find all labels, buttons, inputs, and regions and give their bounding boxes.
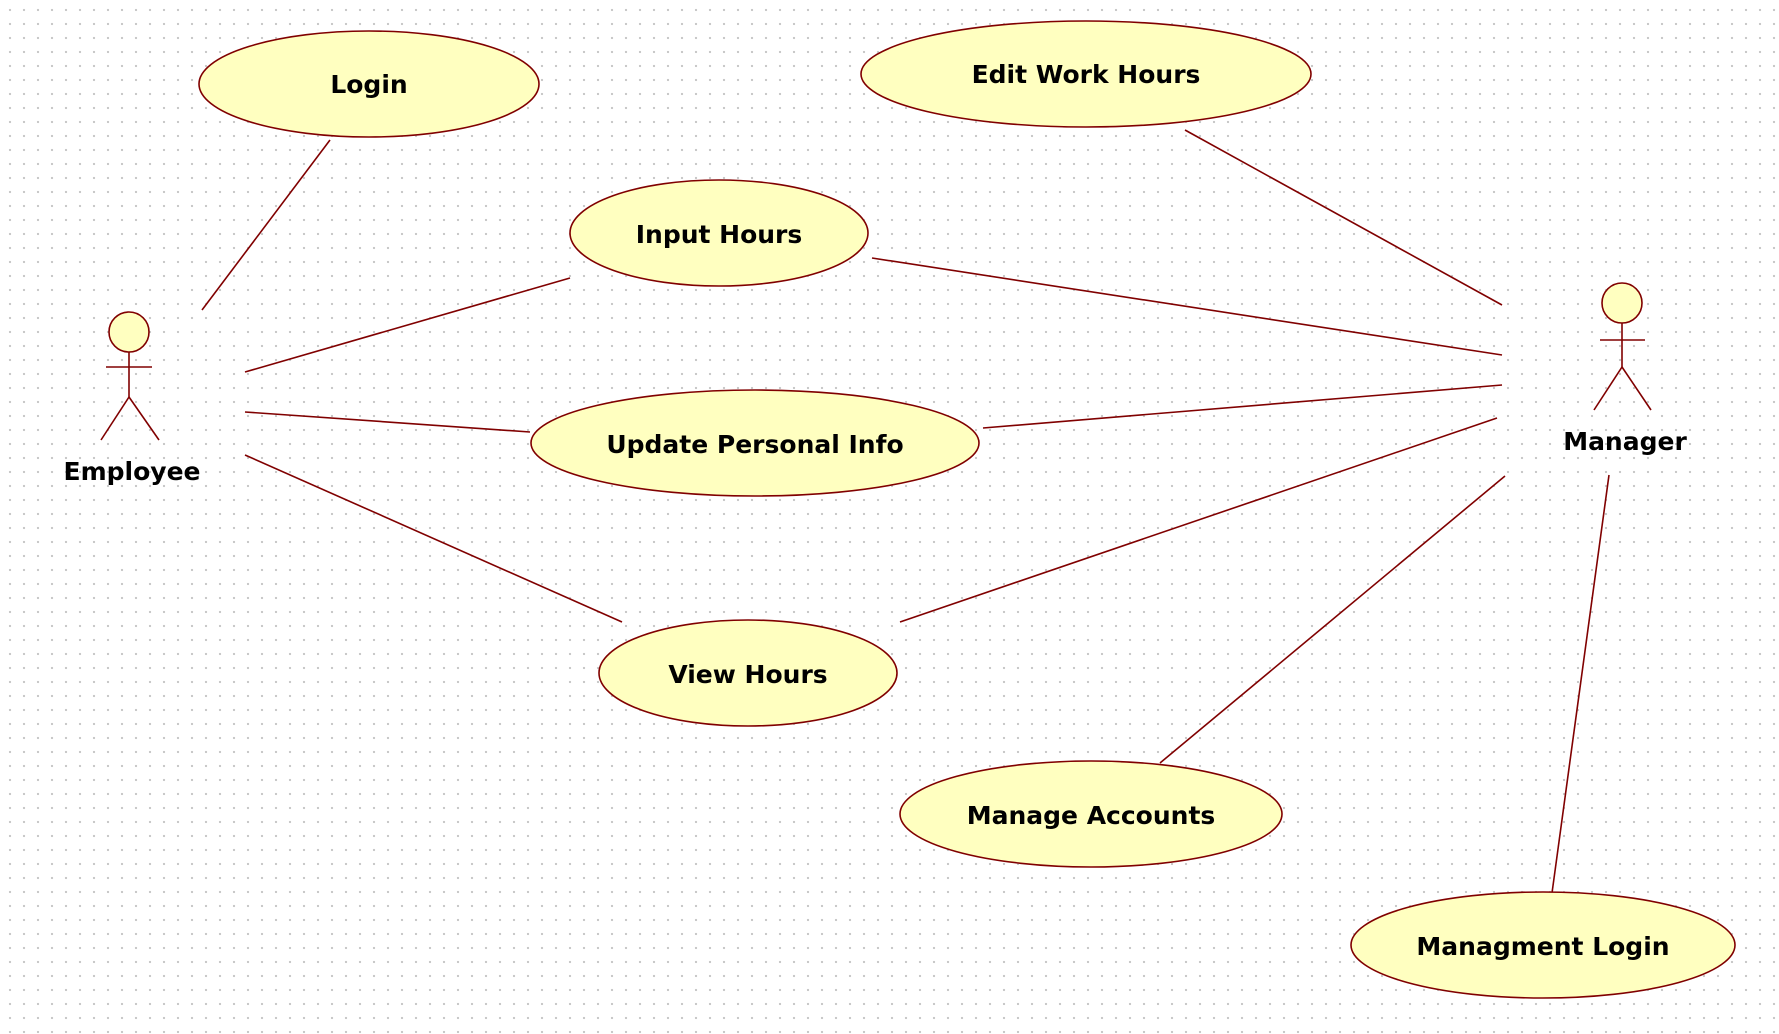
association-employee-login[interactable] bbox=[201, 139, 331, 311]
use-case-ellipse bbox=[198, 30, 540, 138]
use-case-view-hours[interactable]: View Hours bbox=[598, 619, 898, 727]
use-case-input-hours[interactable]: Input Hours bbox=[569, 179, 869, 287]
association-employee-input-hours[interactable] bbox=[244, 277, 571, 373]
use-case-edit-work-hours[interactable]: Edit Work Hours bbox=[860, 20, 1312, 128]
use-case-label: Managment Login bbox=[1416, 932, 1669, 961]
use-case-managment-login[interactable]: Managment Login bbox=[1350, 891, 1736, 999]
stick-figure-icon bbox=[1593, 282, 1652, 411]
use-case-manage-accounts[interactable]: Manage Accounts bbox=[899, 760, 1283, 868]
associations bbox=[201, 129, 1610, 894]
association-manager-manage-accounts[interactable] bbox=[1159, 475, 1506, 764]
use-case-ellipse bbox=[530, 389, 980, 497]
actor-employee[interactable]: Employee bbox=[64, 311, 201, 486]
use-case-label: Update Personal Info bbox=[606, 430, 903, 459]
association-manager-edit-work-hours[interactable] bbox=[1184, 129, 1503, 306]
use-case-ellipse bbox=[899, 760, 1283, 868]
association-manager-input-hours[interactable] bbox=[871, 257, 1503, 356]
actor-manager[interactable]: Manager bbox=[1563, 282, 1687, 456]
association-employee-update-personal-info[interactable] bbox=[244, 411, 531, 433]
use-case-login[interactable]: Login bbox=[198, 30, 540, 138]
use-case-label: Login bbox=[330, 70, 407, 99]
use-case-ellipse bbox=[569, 179, 869, 287]
association-employee-view-hours[interactable] bbox=[244, 454, 623, 623]
association-manager-view-hours[interactable] bbox=[899, 417, 1498, 623]
use-case-update-personal-info[interactable]: Update Personal Info bbox=[530, 389, 980, 497]
use-case-label: Manage Accounts bbox=[967, 801, 1216, 830]
use-case-label: View Hours bbox=[668, 660, 827, 689]
use-case-label: Input Hours bbox=[636, 220, 803, 249]
stick-figure-icon bbox=[100, 311, 160, 441]
actor-name: Employee bbox=[64, 457, 201, 486]
association-manager-managment-login[interactable] bbox=[1551, 474, 1610, 894]
use-case-ellipse bbox=[598, 619, 898, 727]
association-manager-update-personal-info[interactable] bbox=[982, 384, 1503, 429]
actor-name: Manager bbox=[1563, 427, 1687, 456]
use-case-ellipse bbox=[1350, 891, 1736, 999]
use-case-label: Edit Work Hours bbox=[972, 60, 1201, 89]
use-case-ellipse bbox=[860, 20, 1312, 128]
